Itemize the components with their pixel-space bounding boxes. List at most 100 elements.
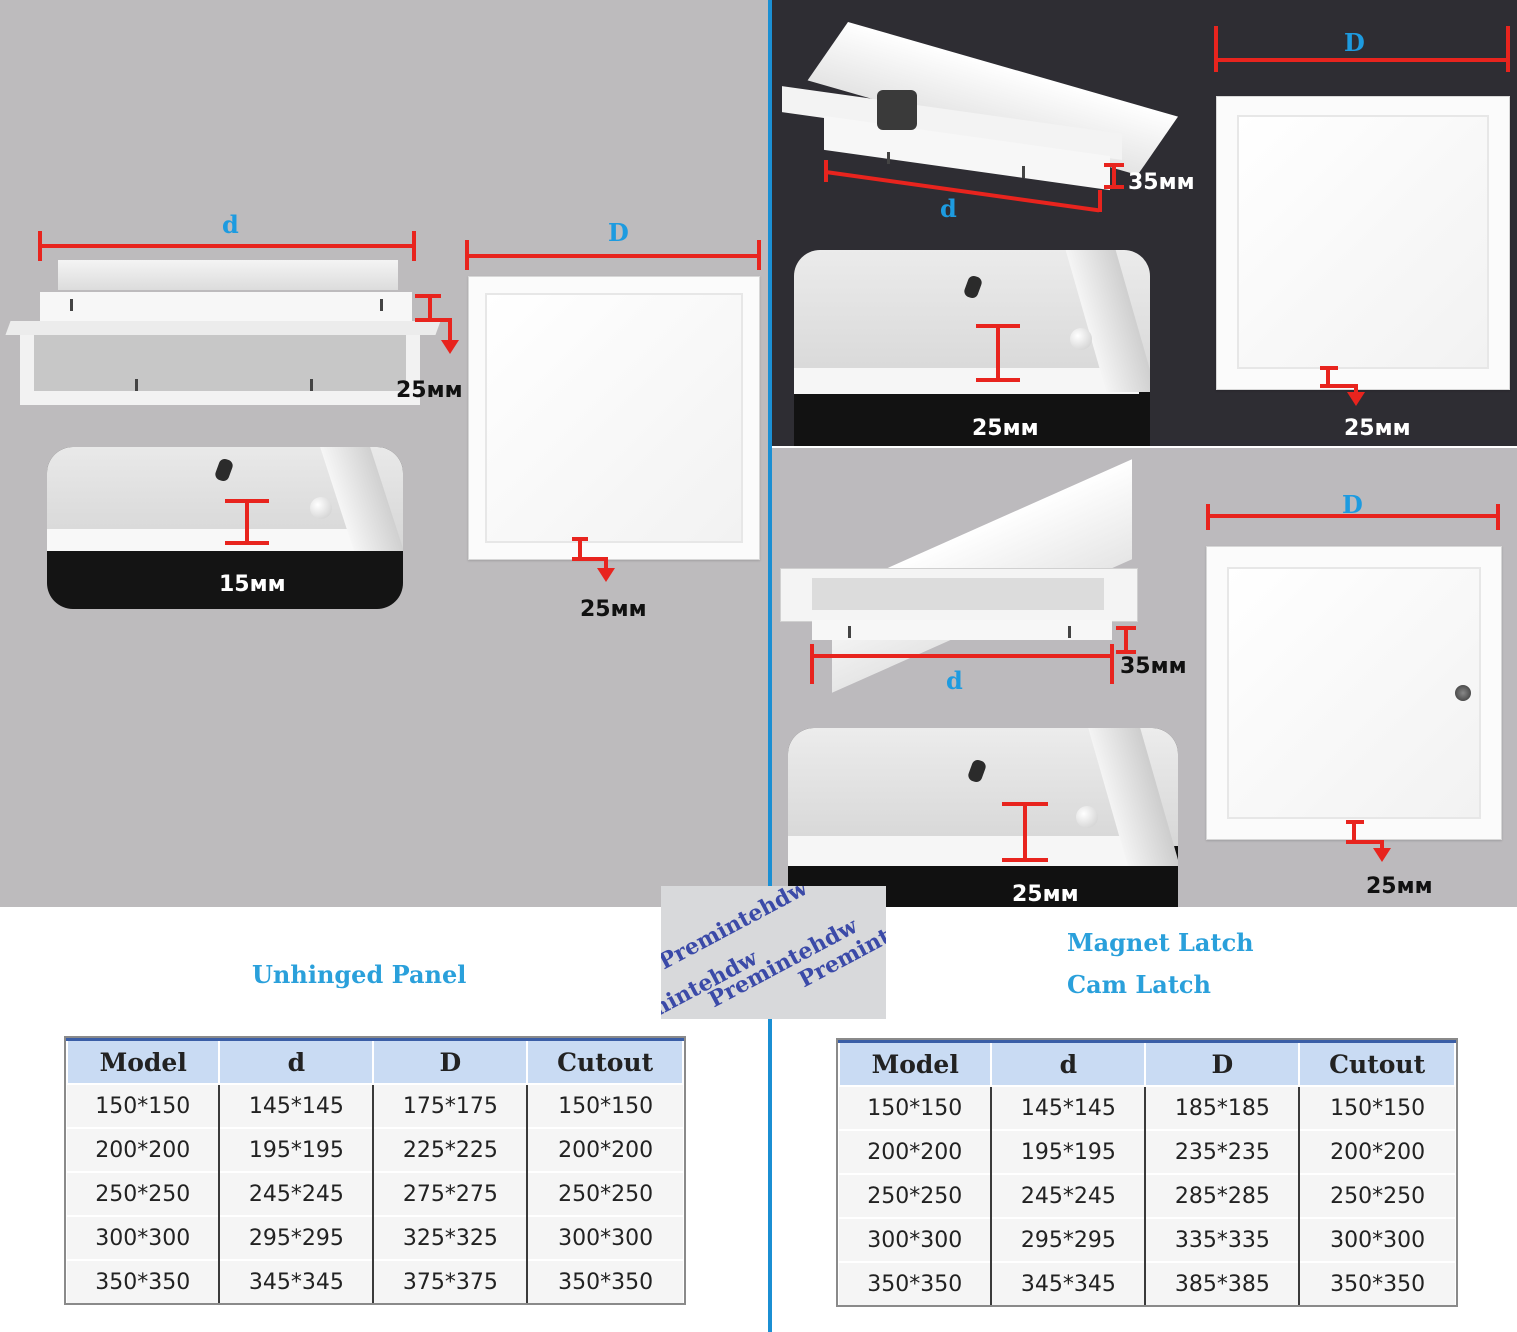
cam-closeup-depth-label: 25мм	[1012, 882, 1079, 907]
table-cell: 200*200	[839, 1129, 992, 1174]
magnet-frame-depth-label: 35мм	[1128, 170, 1195, 195]
magnet-front-arrow	[1347, 392, 1365, 406]
cam-D-label: D	[1342, 490, 1363, 519]
cam-hatch-illustration	[772, 448, 1152, 693]
table-cell: 375*375	[372, 1259, 528, 1303]
dimension-D-line	[467, 254, 761, 258]
table-cell: 345*345	[218, 1259, 374, 1303]
cam-front-view	[1206, 546, 1502, 840]
table-cell: 200*200	[526, 1127, 683, 1172]
table-cell: 195*195	[990, 1129, 1146, 1174]
unhinged-hatch-illustration	[0, 255, 460, 415]
column-header-d: d	[990, 1040, 1147, 1086]
magnet-d-label: d	[940, 194, 957, 223]
table-cell: 350*350	[839, 1261, 992, 1305]
magnet-front-depth-label: 25мм	[1344, 416, 1411, 441]
table-cell: 295*295	[990, 1217, 1146, 1262]
unhinged-photo-panel: d 25мм 15мм D 25мм	[0, 0, 770, 907]
table-cell: 250*250	[526, 1171, 683, 1216]
dimension-D-cap-right	[757, 240, 761, 270]
column-header-D: D	[372, 1038, 529, 1084]
table-cell: 325*325	[372, 1215, 528, 1260]
dimension-d-line	[40, 244, 416, 248]
table-cell: 350*350	[1298, 1261, 1455, 1305]
column-header-model: Model	[837, 1040, 993, 1086]
magnet-D-line	[1216, 58, 1508, 62]
table-cell: 350*350	[526, 1259, 683, 1303]
dimension-D-label: D	[608, 218, 629, 247]
table-cell: 175*175	[372, 1083, 528, 1128]
table-cell: 150*150	[526, 1083, 683, 1128]
dimension-d-label: d	[222, 210, 239, 239]
offset-arrow	[441, 340, 459, 354]
unhinged-front-view	[468, 276, 760, 560]
cam-front-arrow	[1373, 848, 1391, 862]
table-cell: 250*250	[1298, 1173, 1455, 1218]
front-offset-arrow	[597, 568, 615, 582]
magnet-closeup-depth-label: 25мм	[972, 416, 1039, 441]
table-cell: 200*200	[1298, 1129, 1455, 1174]
table-cell: 300*300	[839, 1217, 992, 1262]
dimension-d-cap-left	[38, 231, 42, 261]
magnet-d-cap-left	[824, 160, 828, 182]
magnet-closeup-inset: 25мм	[794, 250, 1150, 446]
magnet-latch-heading: Magnet Latch	[1067, 928, 1254, 957]
table-cell: 245*245	[990, 1173, 1146, 1218]
magnet-D-label: D	[1344, 28, 1365, 57]
table-cell: 250*250	[67, 1171, 220, 1216]
latch-knob-icon	[310, 497, 332, 519]
column-header-cutout: Cutout	[526, 1038, 684, 1084]
table-cell: 150*150	[67, 1083, 220, 1128]
table-cell: 150*150	[1298, 1085, 1455, 1130]
magnet-D-cap-right	[1506, 26, 1510, 72]
table-cell: 295*295	[218, 1215, 374, 1260]
cam-knob-icon	[1076, 806, 1098, 828]
table-header-row: Model d D Cutout	[837, 1040, 1456, 1086]
cam-D-cap-right	[1496, 504, 1500, 530]
cam-closeup-inset: 25мм	[788, 728, 1178, 907]
table-header-row: Model d D Cutout	[65, 1038, 684, 1084]
table-cell: 285*285	[1144, 1173, 1300, 1218]
table-cell: 300*300	[1298, 1217, 1455, 1262]
brand-watermark: Premintehdw Premintehdw Premintehdw Prem…	[661, 886, 886, 1019]
table-cell: 150*150	[839, 1085, 992, 1130]
magnet-front-view	[1216, 96, 1510, 390]
front-depth-label: 25мм	[580, 597, 647, 622]
table-cell: 275*275	[372, 1171, 528, 1216]
magnet-hatch-illustration	[772, 0, 1192, 200]
table-cell: 385*385	[1144, 1261, 1300, 1305]
table-cell: 145*145	[990, 1085, 1146, 1130]
cam-D-line	[1208, 514, 1498, 518]
edge-closeup-inset: 15мм	[47, 447, 403, 609]
table-cell: 235*235	[1144, 1129, 1300, 1174]
cam-D-cap-left	[1206, 504, 1210, 530]
dimension-D-cap-left	[465, 240, 469, 270]
magnet-knob-icon	[1070, 328, 1092, 350]
table-cell: 345*345	[990, 1261, 1146, 1305]
column-header-model: Model	[65, 1038, 221, 1084]
dimension-d-cap-right	[412, 231, 416, 261]
magnet-d-cap-right	[1098, 190, 1102, 212]
cam-frame-depth-label: 35мм	[1120, 654, 1187, 679]
magnet-latch-photo-panel: d 35мм 25мм D 25мм	[772, 0, 1517, 446]
table-cell: 185*185	[1144, 1085, 1300, 1130]
column-header-cutout: Cutout	[1298, 1040, 1456, 1086]
column-header-D: D	[1144, 1040, 1301, 1086]
table-cell: 350*350	[67, 1259, 220, 1303]
offset-marker-bottom	[415, 318, 451, 322]
offset-marker-drop	[448, 318, 452, 340]
frame-depth-label: 25мм	[396, 378, 463, 403]
table-cell: 145*145	[218, 1083, 374, 1128]
table-cell: 250*250	[839, 1173, 992, 1218]
